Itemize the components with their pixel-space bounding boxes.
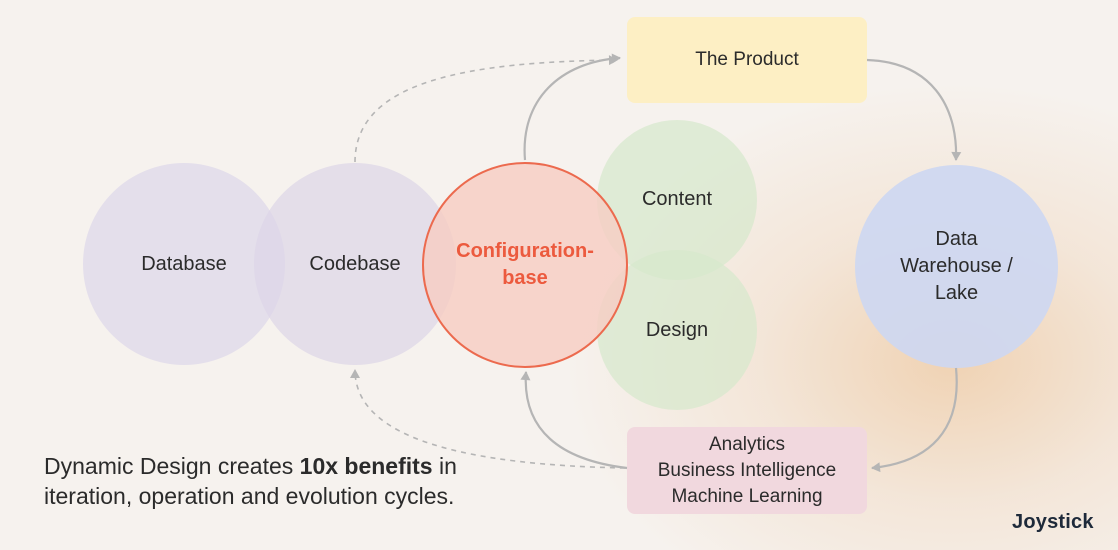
analytics-line-2: Business Intelligence	[657, 459, 837, 481]
codebase-label: Codebase	[309, 252, 401, 275]
product-box: The Product	[627, 17, 867, 103]
joystick-logo: Joystick	[1012, 511, 1094, 533]
configuration-base-node: Configuration- base	[422, 162, 628, 368]
warehouse-line-1: Data	[935, 228, 978, 250]
analytics-line-1: Analytics	[708, 433, 786, 455]
dashed-arrow-codebase-to-product	[354, 55, 618, 163]
arrow-analytics-to-config	[520, 371, 628, 470]
database-label: Database	[141, 252, 227, 275]
warehouse-line-3: Lake	[934, 282, 979, 304]
caption-text: Dynamic Design creates 10x benefits in i…	[44, 451, 514, 511]
analytics-box: Analytics Business Intelligence Machine …	[627, 427, 867, 514]
caption-bold: 10x benefits	[299, 453, 433, 479]
analytics-line-3: Machine Learning	[671, 485, 823, 507]
design-node: Design	[597, 250, 757, 410]
database-node: Database	[83, 163, 285, 365]
design-label: Design	[645, 318, 709, 341]
caption-post: in iteration, operation and evolution cy…	[44, 453, 457, 509]
caption-pre: Dynamic Design creates	[44, 453, 300, 479]
dashed-arrow-analytics-to-codebase	[350, 369, 626, 469]
arrow-warehouse-to-analytics	[871, 367, 958, 473]
warehouse-line-2: Warehouse /	[900, 255, 1013, 277]
config-line-2: base	[502, 267, 548, 289]
arrow-product-to-warehouse	[866, 58, 962, 161]
data-warehouse-node: Data Warehouse / Lake	[855, 165, 1058, 368]
data-warehouse-label: Data Warehouse / Lake	[900, 226, 1013, 307]
arrow-config-to-product	[523, 53, 621, 161]
content-label: Content	[641, 187, 713, 210]
product-label: The Product	[695, 49, 799, 70]
config-line-1: Configuration-	[456, 240, 594, 262]
configuration-base-label: Configuration- base	[456, 238, 594, 292]
